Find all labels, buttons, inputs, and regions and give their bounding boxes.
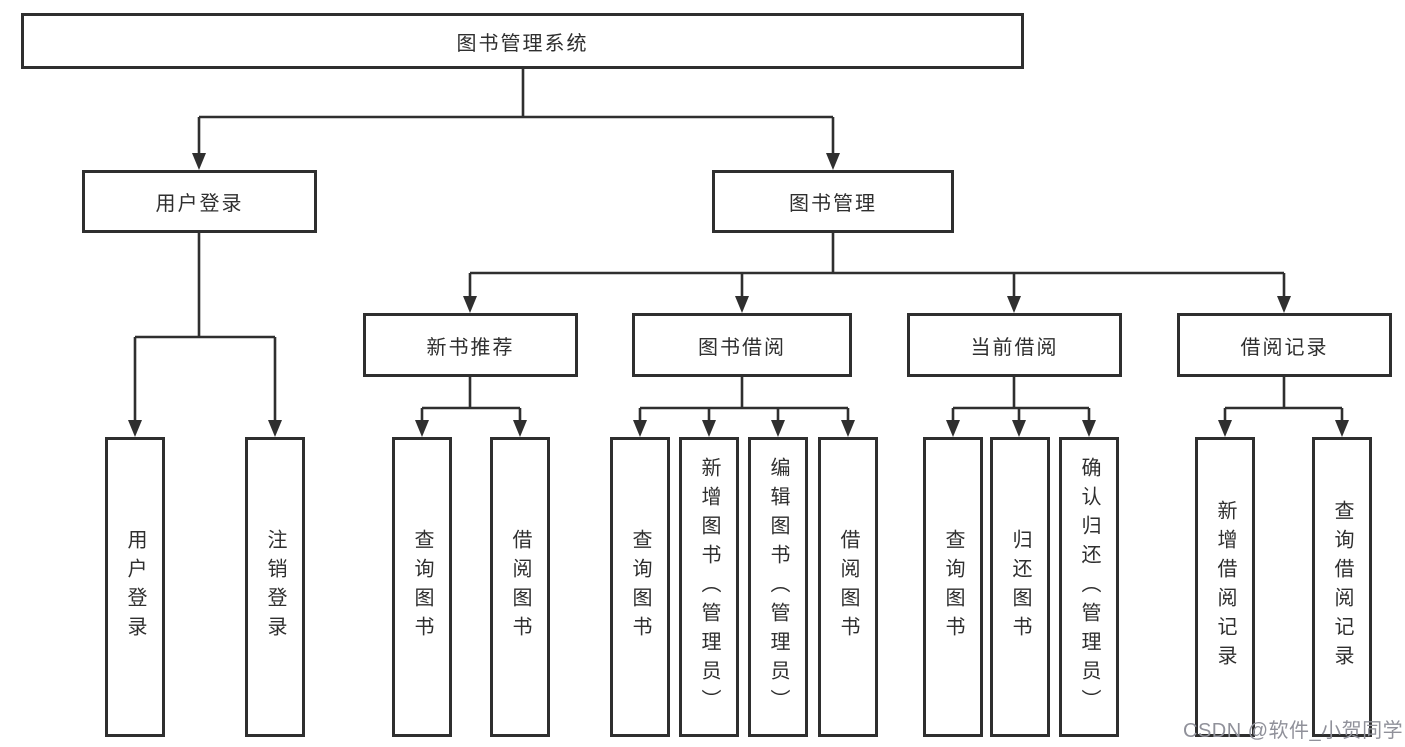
arrow-down-icon: [702, 420, 716, 437]
arrow-down-icon: [1012, 420, 1026, 437]
node-library-management-system: 图书管理系统: [21, 13, 1024, 69]
leaf-query-books: 查询图书: [610, 437, 670, 737]
arrowheads: [128, 153, 1349, 437]
arrow-down-icon: [1335, 420, 1349, 437]
node-user-login: 用户登录: [82, 170, 317, 233]
arrow-down-icon: [128, 420, 142, 437]
leaf-query-books: 查询图书: [392, 437, 452, 737]
arrow-down-icon: [463, 296, 477, 313]
leaf-edit-books-admin: 编辑图书（管理员）: [748, 437, 808, 737]
arrow-down-icon: [633, 420, 647, 437]
csdn-watermark: CSDN @软件_小贺同学: [1183, 720, 1404, 742]
leaf-borrow-books: 借阅图书: [818, 437, 878, 737]
leaf-confirm-return-admin: 确认归还（管理员）: [1059, 437, 1119, 737]
node-current-borrowing: 当前借阅: [907, 313, 1122, 377]
node-new-book-recommendation: 新书推荐: [363, 313, 578, 377]
tree-edges: [133, 69, 1344, 421]
leaf-add-borrow-record: 新增借阅记录: [1195, 437, 1255, 737]
node-book-borrowing: 图书借阅: [632, 313, 852, 377]
arrow-down-icon: [946, 420, 960, 437]
leaf-logout: 注销登录: [245, 437, 305, 737]
arrow-down-icon: [415, 420, 429, 437]
arrow-down-icon: [1277, 296, 1291, 313]
leaf-return-books: 归还图书: [990, 437, 1050, 737]
arrow-down-icon: [771, 420, 785, 437]
node-borrowing-records: 借阅记录: [1177, 313, 1392, 377]
leaf-add-books-admin: 新增图书（管理员）: [679, 437, 739, 737]
arrow-down-icon: [1082, 420, 1096, 437]
arrow-down-icon: [513, 420, 527, 437]
leaf-query-books: 查询图书: [923, 437, 983, 737]
leaf-user-login: 用户登录: [105, 437, 165, 737]
arrow-down-icon: [1218, 420, 1232, 437]
arrow-down-icon: [841, 420, 855, 437]
arrow-down-icon: [192, 153, 206, 170]
arrow-down-icon: [1007, 296, 1021, 313]
leaf-borrow-books: 借阅图书: [490, 437, 550, 737]
arrow-down-icon: [268, 420, 282, 437]
arrow-down-icon: [826, 153, 840, 170]
arrow-down-icon: [735, 296, 749, 313]
node-book-management: 图书管理: [712, 170, 954, 233]
leaf-query-borrow-record: 查询借阅记录: [1312, 437, 1372, 737]
